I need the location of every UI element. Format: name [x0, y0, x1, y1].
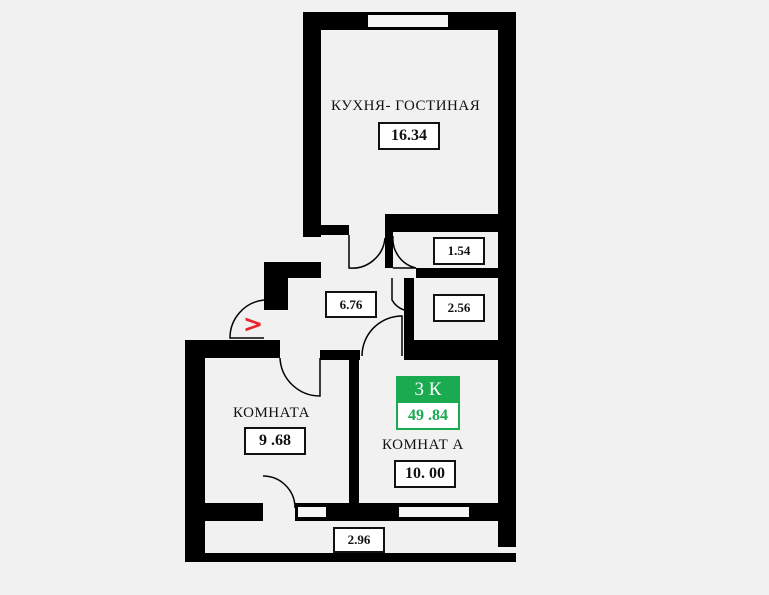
door-left-room [279, 357, 321, 397]
wall-balcony-bottom [185, 553, 516, 562]
total-area-badge: 49 .84 [396, 403, 460, 430]
wall-hall-left-upper [264, 262, 288, 310]
wall-bath-left [385, 232, 393, 268]
window-bottom-large [397, 505, 471, 519]
door-bath [392, 235, 417, 269]
door-right-room [361, 315, 403, 357]
window-top [366, 13, 450, 29]
room-label-right: КОМНАТ А [382, 437, 464, 453]
wall-wc-bottom [414, 340, 498, 360]
wall-kitchen-bottom [385, 214, 498, 232]
door-wc [391, 278, 405, 311]
door-balcony [262, 475, 296, 509]
wall-bath-wc [416, 268, 498, 278]
wall-kitchen-left [303, 12, 321, 237]
area-balcony: 2.96 [333, 527, 385, 553]
area-hall: 6.76 [325, 291, 377, 318]
wall-left-outer [185, 340, 205, 562]
area-room-right: 10. 00 [394, 460, 456, 488]
wall-left-room-top [185, 340, 280, 358]
wall-kitchen-stub [321, 225, 349, 235]
wall-room-divider [349, 350, 359, 505]
area-bathroom: 1.54 [433, 237, 485, 265]
entry-arrow-icon: > [243, 310, 264, 338]
apartment-type-badge: 3 К [396, 376, 460, 403]
wall-right [498, 12, 516, 547]
wall-wc-left [404, 278, 414, 360]
wall-hall-top-stub [288, 262, 321, 278]
window-bottom-small [296, 505, 328, 519]
room-label-kitchen-living: КУХНЯ- ГОСТИНАЯ [331, 98, 481, 114]
wall-bottom-left [185, 503, 263, 521]
door-entry [229, 299, 265, 339]
area-wc: 2.56 [433, 294, 485, 322]
wall-rooms-top-stub [320, 350, 360, 360]
room-label-left: КОМНАТА [233, 405, 310, 421]
area-room-left: 9 .68 [244, 427, 306, 455]
area-kitchen-living: 16.34 [378, 122, 440, 150]
door-kitchen [348, 235, 386, 269]
